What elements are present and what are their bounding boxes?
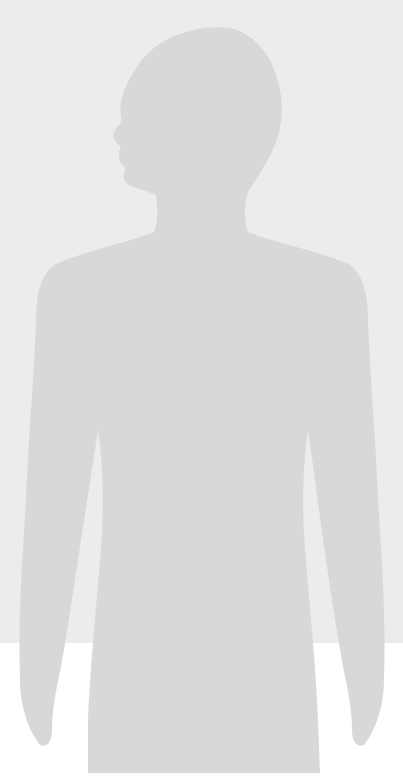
anatomy-figure xyxy=(0,0,403,773)
body-diagram xyxy=(0,0,403,773)
